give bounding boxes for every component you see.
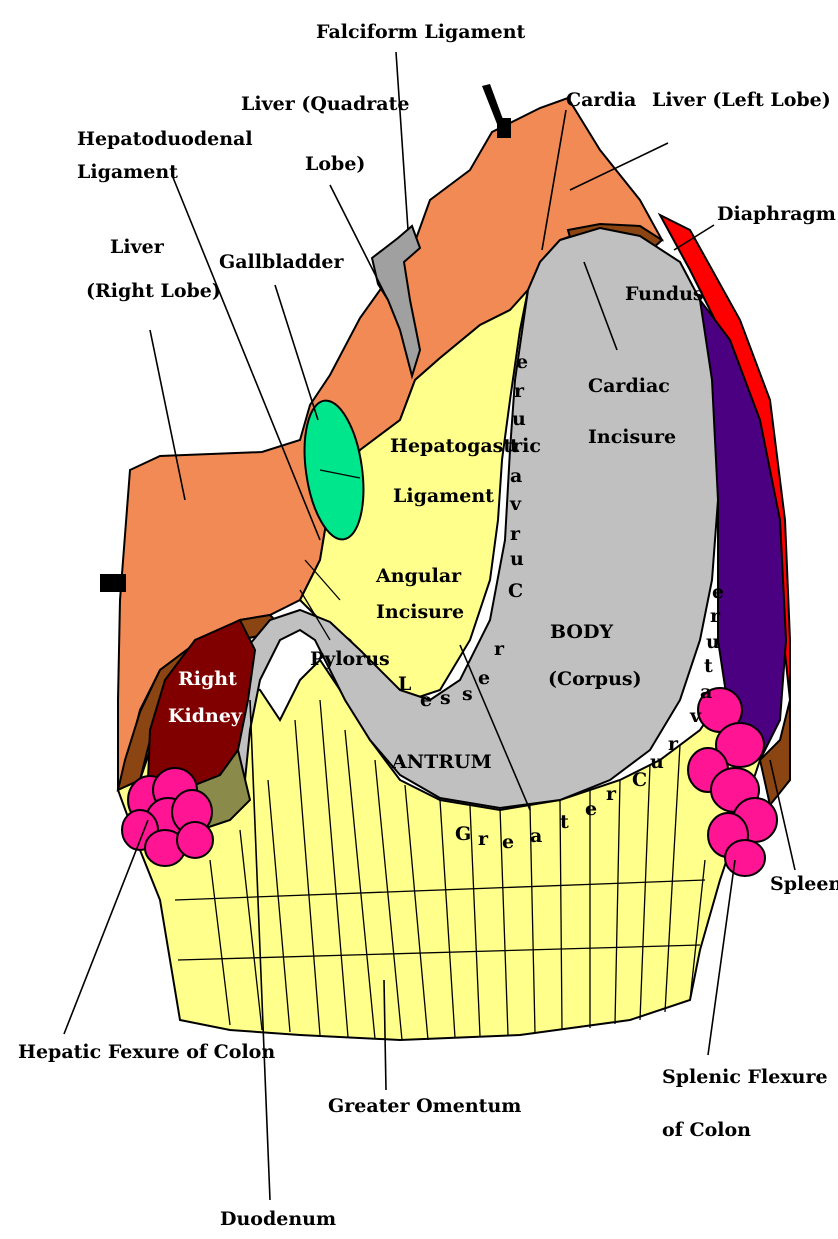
label-greater-omentum: Greater Omentum (328, 1095, 521, 1117)
label-splenic-flexure-line1: Splenic Flexure (662, 1066, 828, 1088)
curvature-letter: t (510, 435, 519, 457)
curvature-letter: e (478, 667, 490, 689)
label-hepatogastric-line2: Ligament (393, 485, 494, 507)
curvature-letter: r (668, 733, 679, 755)
curvature-letter: e (502, 831, 514, 853)
curvature-letter: C (632, 769, 647, 791)
curvature-letter: s (462, 683, 473, 705)
curvature-letter: r (494, 638, 505, 660)
label-hepatic-flexure: Hepatic Fexure of Colon (18, 1041, 275, 1063)
curvature-letter: G (455, 823, 471, 845)
curvature-letter: r (514, 380, 525, 402)
curvature-letter: r (510, 523, 521, 545)
curvature-letter: a (530, 825, 542, 847)
label-quadrate-lobe-line2: Lobe) (305, 153, 365, 175)
curvature-letter: u (512, 408, 526, 430)
curvature-letter: u (650, 751, 664, 773)
curvature-letter: e (585, 798, 597, 820)
label-liver-right-lobe-line1: Liver (110, 236, 165, 258)
label-body-line1: BODY (550, 621, 613, 643)
label-body-line2: (Corpus) (548, 668, 642, 690)
label-hepatoduodenal-line2: Ligament (77, 161, 178, 183)
label-cardiac-incisure-line2: Incisure (588, 426, 676, 448)
curvature-letter: e (712, 581, 724, 603)
label-splenic-flexure-line2: of Colon (662, 1119, 751, 1141)
curvature-letter: e (420, 689, 432, 711)
curvature-letter: t (704, 655, 713, 677)
curvature-letter: r (710, 605, 721, 627)
label-liver-left-lobe: Liver (Left Lobe) (652, 89, 831, 111)
curvature-letter: a (510, 465, 522, 487)
label-spleen: Spleen (770, 873, 838, 895)
liver-notch-left (100, 574, 126, 592)
curvature-letter: s (440, 687, 451, 709)
label-right-kidney-line2: Kidney (168, 705, 243, 727)
label-falciform-ligament: Falciform Ligament (316, 21, 526, 43)
label-fundus: Fundus (625, 283, 704, 305)
curvature-letter: t (560, 811, 569, 833)
label-duodenum: Duodenum (220, 1208, 336, 1230)
label-pylorus: Pylorus (310, 648, 390, 670)
label-antrum: ANTRUM (391, 751, 492, 773)
curvature-letter: u (510, 548, 524, 570)
label-gallbladder: Gallbladder (219, 251, 344, 273)
label-angular-incisure-line1: Angular (375, 565, 462, 587)
label-cardia: Cardia (566, 89, 636, 111)
label-cardiac-incisure-line1: Cardiac (588, 375, 670, 397)
label-quadrate-lobe-line1: Liver (Quadrate (241, 93, 409, 115)
curvature-letter: u (706, 631, 720, 653)
label-diaphragm: Diaphragm (717, 203, 836, 225)
liver-notch-top-tab (482, 84, 504, 124)
curvature-letter: a (700, 681, 712, 703)
curvature-letter: L (398, 673, 411, 695)
label-hepatoduodenal-line1: Hepatoduodenal (77, 128, 253, 150)
curvature-letter: v (509, 493, 522, 515)
curvature-letter: e (516, 351, 528, 373)
curvature-letter: v (689, 705, 702, 727)
curvature-letter: r (478, 828, 489, 850)
label-liver-right-lobe-line2: (Right Lobe) (86, 280, 221, 302)
curvature-letter: r (606, 783, 617, 805)
curvature-letter: C (508, 580, 523, 602)
label-angular-incisure-line2: Incisure (376, 601, 464, 623)
label-right-kidney-line1: Right (178, 668, 237, 690)
